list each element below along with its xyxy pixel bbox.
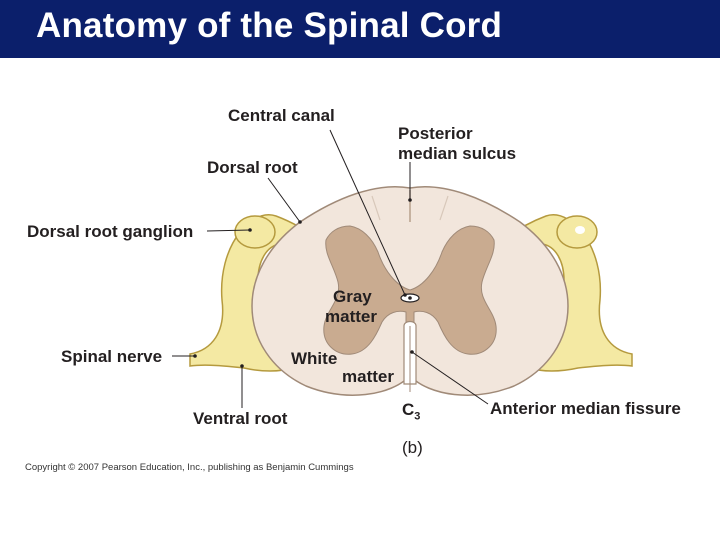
label-panel: (b): [402, 438, 423, 457]
leader-central-canal: [329, 129, 406, 296]
label-anterior-median-fissure: Anterior median fissure: [490, 399, 681, 418]
label-dorsal-root: Dorsal root: [207, 158, 298, 177]
central-canal-dot: [408, 296, 412, 300]
slide-title: Anatomy of the Spinal Cord: [36, 6, 503, 45]
label-white-matter-line2: matter: [342, 367, 394, 386]
label-posterior-median-sulcus-line1: Posterior: [398, 124, 473, 143]
label-white-matter-line1: White: [291, 349, 338, 368]
left-dorsal-root-ganglion: [234, 215, 276, 249]
right-ganglion-highlight: [575, 226, 585, 234]
label-central-canal: Central canal: [228, 106, 335, 125]
copyright-notice: Copyright © 2007 Pearson Education, Inc.…: [25, 462, 354, 473]
leader-dorsal-root: [267, 177, 301, 223]
leader-dots: [193, 198, 414, 368]
label-spinal-nerve: Spinal nerve: [61, 347, 163, 366]
leader-dorsal-root-ganglion: [206, 229, 251, 232]
dorsal-column-lines: [371, 195, 449, 221]
label-gray-matter-line1: Gray: [333, 287, 372, 306]
label-gray-matter-line2: matter: [325, 307, 377, 326]
title-bar: [0, 0, 720, 58]
leader-anterior-median-fissure: [411, 351, 489, 405]
label-posterior-median-sulcus-line2: median sulcus: [398, 144, 517, 163]
leader-lines: [172, 129, 489, 408]
label-dorsal-root-ganglion: Dorsal root ganglion: [27, 222, 194, 241]
label-ventral-root: Ventral root: [193, 409, 288, 428]
label-segment: C3: [402, 400, 421, 423]
